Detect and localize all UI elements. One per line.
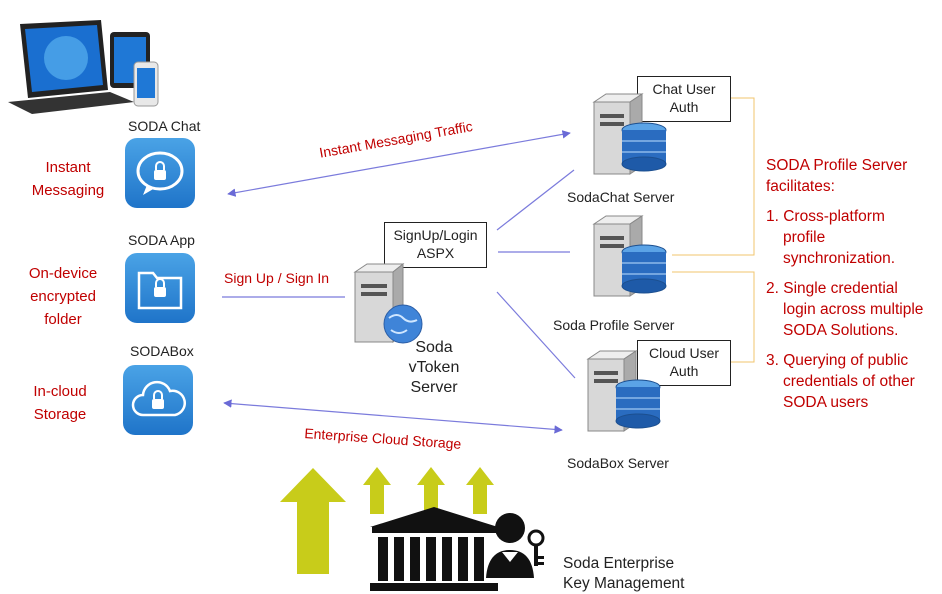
chat-server-label: SodaChat Server: [567, 189, 675, 205]
profile-note-item-1: 1. Cross-platform profile synchronizatio…: [766, 208, 896, 267]
big-up-arrow: [280, 468, 346, 574]
profile-server-label: Soda Profile Server: [553, 317, 675, 333]
vtoken-server-icon: [353, 262, 423, 344]
up-arrow-1: [363, 467, 391, 514]
vtoken-box-line: [496, 291, 576, 379]
profile-bracket-top: [672, 97, 755, 256]
sodabox-server-icon: [586, 350, 661, 432]
devices-icon: [8, 20, 159, 114]
vtoken-chat-line: [496, 169, 575, 231]
im-traffic-arrow: [227, 130, 571, 197]
soda-app-label: SODA App: [128, 232, 195, 248]
sodabox-app-icon[interactable]: [123, 365, 193, 435]
soda-chat-app-icon[interactable]: [125, 138, 195, 208]
signup-label: Sign Up / Sign In: [224, 270, 330, 286]
profile-note-item-3: 3. Querying of public credentials of oth…: [766, 352, 915, 411]
soda-app-icon[interactable]: [125, 253, 195, 323]
sodabox-server-label: SodaBox Server: [567, 455, 669, 471]
sodabox-label: SODABox: [130, 343, 194, 359]
profile-server-icon: [592, 215, 667, 297]
chat-server-icon: [592, 93, 667, 175]
profile-bracket-bottom: [672, 271, 755, 363]
enterprise-building-icon: [370, 507, 498, 591]
profile-note-item-2: 2. Single credential login across multip…: [766, 280, 924, 339]
up-arrow-2: [417, 467, 445, 514]
soda-chat-label: SODA Chat: [128, 118, 201, 134]
up-arrow-3: [466, 467, 494, 514]
enterprise-storage-arrow: [223, 399, 563, 434]
key-holder-icon: [486, 513, 545, 578]
